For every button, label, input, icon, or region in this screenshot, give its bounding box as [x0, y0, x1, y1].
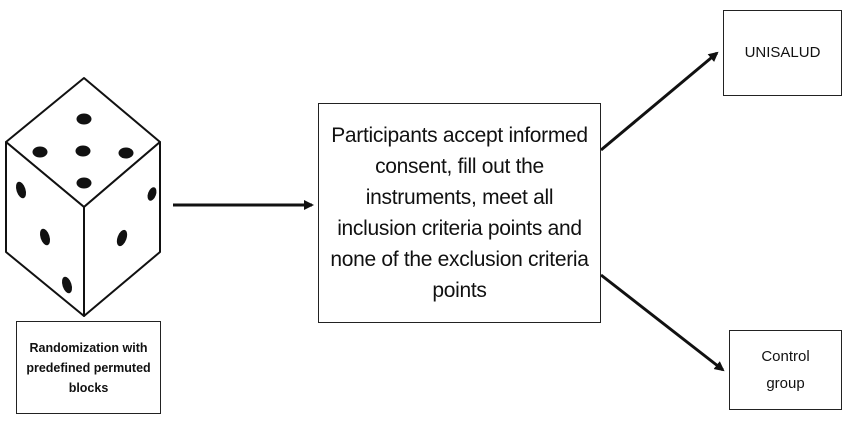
dice-pip — [118, 147, 134, 159]
dice-pip — [39, 228, 51, 246]
control-group-label: Control group — [761, 348, 810, 392]
participants-criteria-box: Participants accept informed consent, fi… — [318, 103, 601, 323]
arrow-central-to-unisalud — [600, 51, 719, 152]
dice-pip — [76, 177, 92, 189]
unisalud-label: UNISALUD — [744, 44, 821, 61]
dice-right-face — [83, 141, 161, 317]
dice-pip — [147, 187, 157, 201]
unisalud-box: UNISALUD — [723, 10, 842, 96]
dice-pip — [75, 145, 91, 157]
control-group-box: Control group — [729, 330, 842, 410]
dice-pip — [116, 229, 128, 247]
arrow-central-to-control — [600, 273, 725, 372]
randomization-box: Randomization with predefined permuted b… — [16, 321, 161, 414]
dice-pip — [76, 113, 92, 125]
participants-criteria-label: Participants accept informed consent, fi… — [330, 124, 589, 302]
dice-icon — [5, 77, 161, 317]
dice-pip — [61, 276, 73, 294]
dice-pip — [32, 146, 48, 158]
randomization-label: Randomization with predefined permuted b… — [26, 340, 151, 395]
dice-pip — [15, 181, 27, 199]
